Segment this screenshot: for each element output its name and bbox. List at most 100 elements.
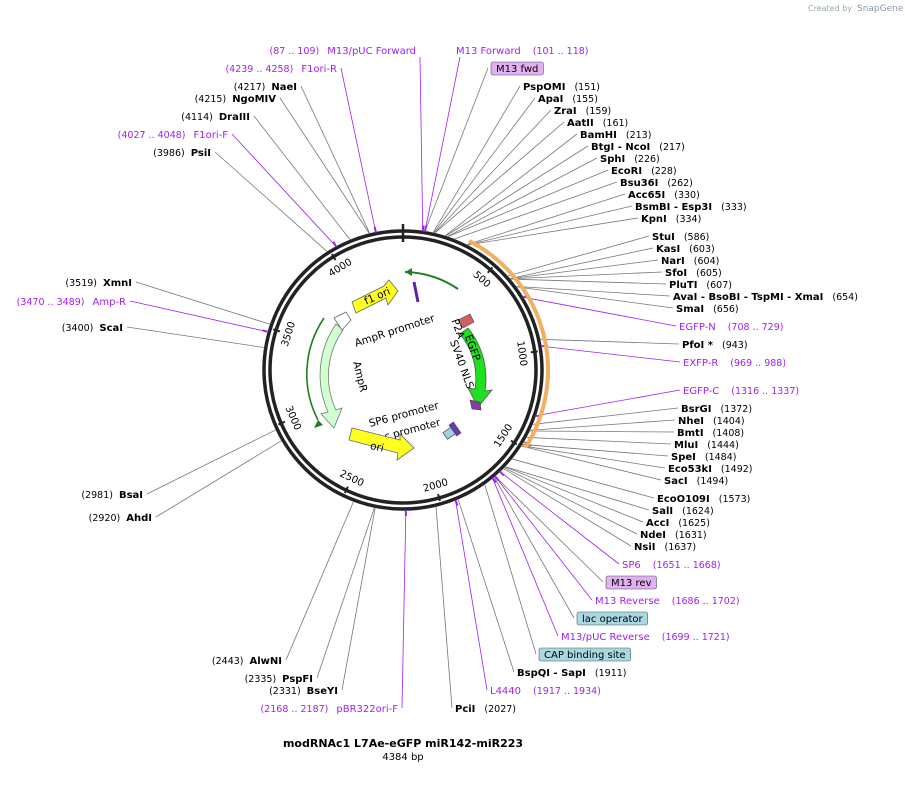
leader-line	[526, 437, 672, 445]
site-position: (1573)	[719, 494, 751, 505]
leader-line	[285, 501, 354, 661]
primer-name: M13 Forward	[456, 46, 521, 57]
leader-line	[530, 419, 676, 431]
leader-line	[541, 345, 681, 363]
primer-range: (4239 .. 4258)	[225, 64, 293, 75]
label-bsrg: BsrGI (1372)	[681, 404, 752, 415]
label-f1orif: F1ori-F(4027 .. 4048)	[118, 130, 229, 141]
leader-line	[445, 145, 589, 237]
site-name: AhdI	[126, 513, 152, 524]
primer-range: (1917 .. 1934)	[533, 686, 601, 697]
leader-line	[434, 109, 552, 233]
site-name: StuI	[652, 232, 675, 243]
primer-site-mark	[373, 226, 377, 233]
leader-line	[494, 477, 575, 619]
primer-site-mark	[491, 477, 497, 484]
primer-site-mark	[493, 475, 500, 482]
box-rect	[576, 611, 648, 626]
site-name: Eco53kI	[668, 464, 712, 475]
site-name: EcoRI	[611, 166, 642, 177]
primer-range: (969 .. 988)	[730, 358, 786, 369]
leader-line	[467, 193, 626, 245]
leader-line	[503, 468, 632, 547]
ampr-promoter-arrowhead	[405, 268, 412, 276]
tick-mark	[278, 420, 286, 426]
ampr-promoter-arc	[404, 271, 459, 290]
leader-line	[340, 67, 377, 232]
site-position: (2331)	[269, 686, 301, 697]
marker-top	[412, 281, 420, 303]
tick-mark	[510, 439, 518, 446]
site-position: (2981)	[81, 490, 113, 501]
ampr-arrow	[319, 323, 344, 429]
label-bsu: Bsu36I(262)	[620, 178, 693, 189]
site-name: SfoI	[665, 268, 687, 279]
label-lacop-box: lac operator	[576, 611, 648, 626]
ampr-outer-arc	[306, 317, 325, 421]
leader-line	[510, 278, 667, 285]
leader-line	[523, 296, 677, 327]
box-rect	[490, 61, 544, 76]
leader-line	[521, 445, 666, 469]
label-m13-fwd: M13 Forward(101 .. 118)	[456, 46, 589, 57]
site-name: PluTI	[669, 280, 697, 291]
site-name: BtgI - NcoI	[591, 142, 650, 153]
site-position: (226)	[634, 154, 660, 165]
tick-mark	[530, 350, 538, 354]
leader-lines	[126, 56, 681, 709]
box-label: lac operator	[582, 614, 643, 625]
leader-line	[467, 217, 639, 246]
label-egfpn: EGFP-N (708 .. 729)	[679, 322, 783, 333]
label-nde: NdeI(1631)	[640, 530, 707, 541]
site-position: (586)	[684, 232, 710, 243]
site-name: Acc65I	[628, 190, 665, 201]
leader-line	[536, 389, 681, 417]
site-position: (3400)	[62, 323, 94, 334]
label-eco53: Eco53kI(1492)	[668, 464, 753, 475]
site-name: KpnI	[641, 214, 667, 225]
site-name: NheI	[678, 416, 704, 427]
label-cap-box: CAP binding site	[538, 647, 631, 662]
leader-line	[424, 56, 461, 231]
site-position: (334)	[676, 214, 702, 225]
label-bmt: BmtI(1408)	[677, 428, 744, 439]
primer-range: (708 .. 729)	[728, 322, 784, 333]
site-name: BsrGI	[681, 404, 711, 415]
site-position: (605)	[696, 268, 722, 279]
leader-line	[512, 458, 655, 499]
site-position: (155)	[572, 94, 598, 105]
leader-line	[505, 466, 650, 511]
box-label: M13 fwd	[496, 64, 538, 75]
primer-name: pBR322ori-F	[336, 704, 398, 715]
site-position: (656)	[713, 304, 739, 315]
leader-line	[447, 157, 598, 237]
site-name: SacI	[664, 476, 688, 487]
label-m13rev: M13 Reverse(1686 .. 1702)	[595, 596, 740, 607]
primer-name: EGFP-N	[679, 322, 716, 333]
label-sca: (3400)ScaI	[62, 323, 123, 334]
site-name: BsaI	[119, 490, 143, 501]
site-position: (1372)	[720, 404, 752, 415]
site-name: PciI	[455, 704, 475, 715]
label-kpn: KpnI (334)	[641, 214, 701, 225]
site-name: DraIII	[219, 112, 250, 123]
label-sal: SalI(1624)	[652, 506, 714, 517]
ampr-feature: AmpR	[306, 311, 369, 429]
ori-feature: ori	[348, 427, 415, 461]
promoter-marker	[448, 421, 462, 437]
label-eco0109: EcoO109I(1573)	[657, 494, 750, 505]
plasmid-title: modRNAc1 L7Ae-eGFP miR142-miR223	[283, 737, 523, 750]
tick-mark	[486, 266, 494, 274]
label-psi: (3986)PsiI	[153, 148, 211, 159]
site-name: SalI	[652, 506, 673, 517]
site-name: KasI	[656, 244, 680, 255]
box-rect	[605, 575, 657, 590]
primer-site-mark	[421, 225, 425, 232]
leader-line	[448, 169, 609, 237]
label-sp6: SP6(1651 .. 1668)	[622, 560, 721, 571]
leader-line	[540, 338, 680, 345]
leader-line	[300, 85, 370, 234]
site-name: BamHI	[580, 130, 617, 141]
label-bsmb: BsmBI - Esp3I(333)	[635, 202, 747, 213]
